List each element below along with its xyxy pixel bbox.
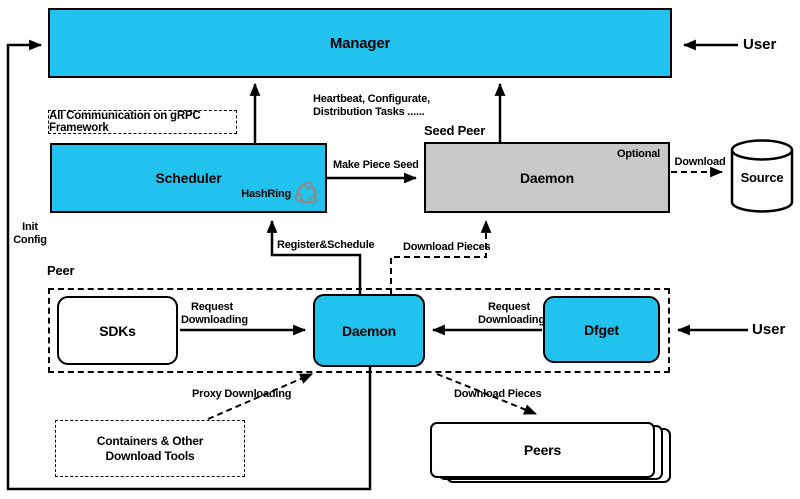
containers-box: Containers & Other Download Tools [55, 420, 245, 477]
init-config-line1: Init [22, 221, 38, 233]
request-line1: Request [488, 301, 530, 313]
grpc-note-label: All Communication on gRPC Framework [49, 110, 201, 134]
peers-box: Peers [430, 422, 655, 478]
manager-box: Manager [48, 8, 672, 78]
request-line2: Downloading [478, 314, 545, 326]
containers-line2: Download Tools [105, 448, 195, 463]
scheduler-box: Scheduler HashRing [50, 143, 327, 213]
user-top-label: User [743, 36, 777, 53]
edge-proxy-downloading [207, 373, 313, 420]
download-label: Download [674, 156, 726, 168]
seed-daemon-label: Daemon [519, 169, 575, 186]
dfget-box: Dfget [543, 296, 660, 363]
request-line2: Downloading [181, 314, 248, 326]
user-right-label: User [752, 321, 786, 338]
hashring-label: HashRing [241, 187, 291, 200]
seed-daemon-box: Daemon Optional [424, 142, 670, 213]
seed-peer-group-label: Seed Peer [424, 123, 486, 138]
sdks-box: SDKs [57, 296, 178, 365]
edge-download-pieces-bottom [436, 373, 538, 415]
request-line1: Request [191, 301, 233, 313]
manager-label: Manager [329, 34, 391, 52]
edge-register-schedule [266, 219, 362, 294]
heartbeat-line1: Heartbeat, Configurate, [313, 93, 431, 105]
download-pieces-bottom-label: Download Pieces [454, 388, 542, 400]
source-label: Source [740, 170, 784, 185]
peer-daemon-box: Daemon [313, 294, 425, 367]
request-downloading-left-label: Request Downloading [181, 301, 248, 327]
peer-container [48, 288, 670, 373]
source-cylinder [730, 139, 794, 213]
init-config-label: Init Config [10, 221, 50, 247]
download-pieces-top-label: Download Pieces [403, 241, 491, 253]
peer-group-label: Peer [47, 263, 75, 278]
make-piece-seed-label: Make Piece Seed [333, 159, 419, 171]
hashring-icon [294, 181, 317, 205]
sdks-label: SDKs [99, 322, 136, 339]
request-downloading-right-label: Request Downloading [478, 301, 545, 327]
hashring: HashRing [241, 181, 319, 206]
edge-init-config [6, 39, 372, 491]
containers-line1: Containers & Other [96, 433, 204, 448]
scheduler-label: Scheduler [155, 170, 222, 186]
peers-label: Peers [523, 442, 562, 458]
edge-download-pieces-top [390, 219, 492, 294]
heartbeat-line2: Distribution Tasks ...... [313, 106, 425, 118]
optional-label: Optional [616, 148, 660, 160]
register-schedule-label: Register&Schedule [277, 239, 375, 251]
dfget-label: Dfget [584, 321, 619, 338]
proxy-downloading-label: Proxy Downloading [192, 388, 292, 400]
heartbeat-note: Heartbeat, Configurate, Distribution Tas… [313, 93, 430, 119]
grpc-note: All Communication on gRPC Framework [48, 110, 237, 134]
peer-daemon-label: Daemon [341, 322, 397, 339]
init-config-line2: Config [13, 234, 47, 246]
